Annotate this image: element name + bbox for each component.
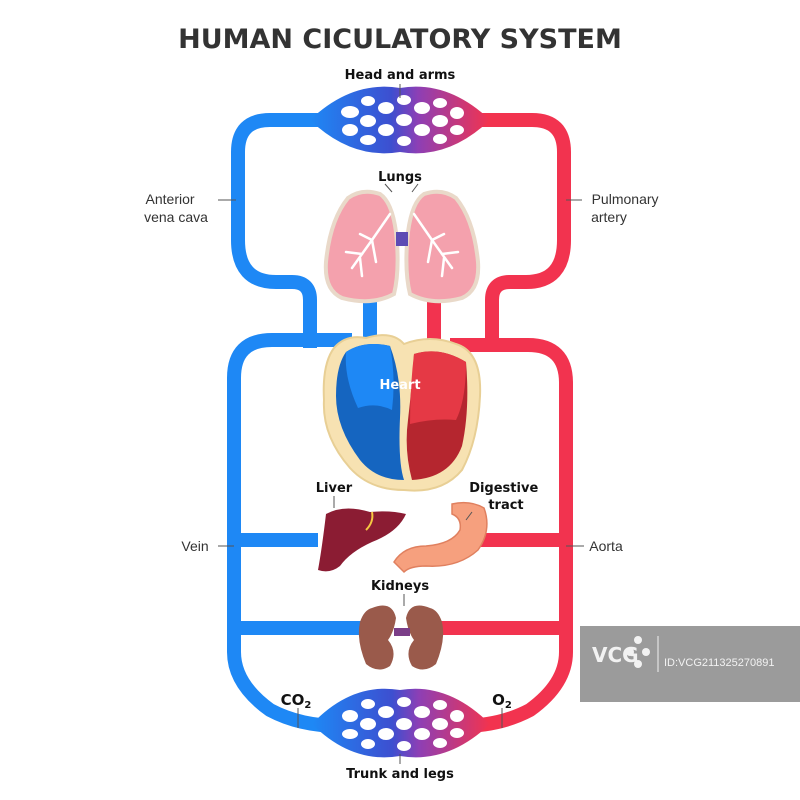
label-o2-sub: 2 bbox=[505, 700, 512, 711]
kidneys bbox=[358, 605, 444, 670]
label-trunk-legs: Trunk and legs bbox=[346, 767, 454, 782]
watermark: VCG ID:VCG211325270891 bbox=[580, 626, 800, 702]
left-kidney bbox=[358, 605, 396, 670]
watermark-id: ID:VCG211325270891 bbox=[664, 657, 775, 669]
label-pulmonary-line1: Pulmonary bbox=[592, 191, 659, 207]
label-digestive-line2: tract bbox=[488, 498, 523, 513]
label-aorta: Aorta bbox=[589, 538, 623, 554]
artery-vessels bbox=[427, 113, 573, 733]
label-anterior-line2: vena cava bbox=[144, 209, 208, 225]
heart: Heart bbox=[322, 334, 482, 492]
label-kidneys: Kidneys bbox=[371, 579, 429, 594]
label-pulmonary-artery: Pulmonary artery bbox=[591, 191, 662, 225]
lungs bbox=[323, 189, 481, 304]
vein-vessels bbox=[227, 113, 377, 733]
label-co2-main: CO bbox=[281, 691, 305, 709]
label-co2: CO2 bbox=[281, 691, 312, 711]
heart-label: Heart bbox=[379, 378, 420, 393]
label-co2-sub: 2 bbox=[304, 700, 311, 711]
label-o2: O2 bbox=[492, 691, 512, 711]
trachea-connector bbox=[396, 232, 408, 246]
digestive-tract bbox=[393, 501, 488, 574]
right-lung bbox=[404, 189, 481, 304]
label-anterior-line1: Anterior bbox=[146, 191, 195, 207]
diagram-title: HUMAN CICULATORY SYSTEM bbox=[178, 24, 622, 55]
liver bbox=[318, 508, 406, 572]
right-kidney bbox=[406, 605, 444, 670]
label-liver: Liver bbox=[316, 481, 353, 496]
capillary-head-arms bbox=[310, 86, 490, 154]
label-lungs: Lungs bbox=[378, 170, 422, 185]
label-head-arms: Head and arms bbox=[345, 68, 456, 83]
label-vein: Vein bbox=[181, 538, 208, 554]
label-anterior-vena-cava: Anterior vena cava bbox=[144, 191, 208, 225]
label-digestive-tract: Digestive tract bbox=[469, 481, 543, 513]
label-digestive-line1: Digestive bbox=[469, 481, 538, 496]
capillary-trunk-legs bbox=[312, 688, 490, 758]
label-pulmonary-line2: artery bbox=[591, 209, 627, 225]
watermark-flower-icon bbox=[626, 636, 650, 668]
leader-lines bbox=[218, 84, 584, 764]
left-lung bbox=[323, 189, 400, 304]
label-o2-main: O bbox=[492, 691, 505, 709]
